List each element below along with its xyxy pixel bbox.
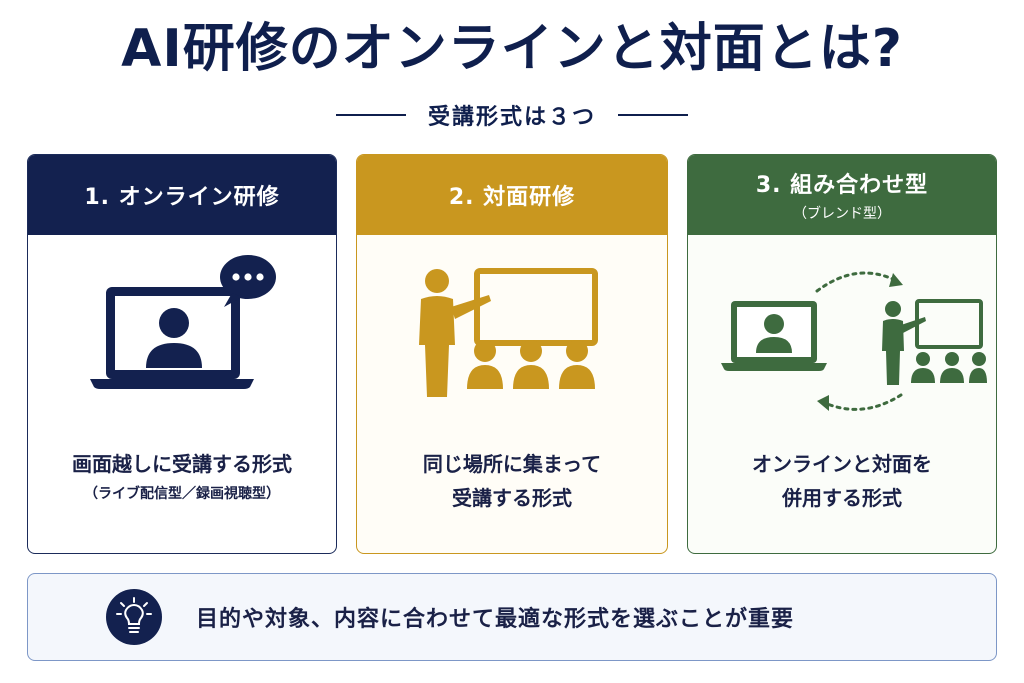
- card-title: 2. 対面研修: [448, 185, 576, 210]
- laptop-chat-icon: [28, 255, 336, 425]
- card-subtitle: （ブレンド型）: [793, 206, 891, 222]
- card-desc-line2: 受講する形式: [452, 486, 572, 510]
- teacher-audience-icon: [357, 255, 667, 425]
- subtitle-row: 受講形式は３つ: [0, 100, 1024, 130]
- blended-cycle-icon: [688, 255, 996, 425]
- key-point-text: 目的や対象、内容に合わせて最適な形式を選ぶことが重要: [196, 607, 795, 632]
- key-point-banner: 目的や対象、内容に合わせて最適な形式を選ぶことが重要: [27, 573, 997, 661]
- card-title: 3. 組み合わせ型: [755, 173, 929, 198]
- card-in-person: 2. 対面研修 同じ場所に集まって 受講する形式: [356, 154, 668, 554]
- card-description: 同じ場所に集まって 受講する形式: [357, 447, 667, 515]
- card-desc-line1: オンラインと対面を: [752, 452, 932, 476]
- card-desc-line2: （ライブ配信型／録画視聴型）: [84, 486, 280, 502]
- card-header: 2. 対面研修: [357, 155, 667, 235]
- page-title: AI研修のオンラインと対面とは?: [121, 19, 903, 79]
- card-header: 1. オンライン研修: [28, 155, 336, 235]
- subtitle-line-left: [335, 114, 406, 116]
- subtitle-line-right: [618, 114, 688, 116]
- card-desc-line1: 同じ場所に集まって: [422, 452, 602, 476]
- card-desc-line2: 併用する形式: [782, 486, 902, 510]
- lightbulb-icon: [106, 589, 162, 645]
- card-desc-line1: 画面越しに受講する形式: [72, 452, 292, 476]
- card-title: 1. オンライン研修: [84, 185, 280, 210]
- card-online: 1. オンライン研修 画面越しに受講する形式 （ライブ配信型／録画視聴型）: [27, 154, 337, 554]
- subtitle: 受講形式は３つ: [427, 105, 596, 130]
- card-header: 3. 組み合わせ型 （ブレンド型）: [688, 155, 996, 235]
- card-description: 画面越しに受講する形式 （ライブ配信型／録画視聴型）: [28, 447, 336, 507]
- card-description: オンラインと対面を 併用する形式: [688, 447, 996, 515]
- card-blended: 3. 組み合わせ型 （ブレンド型） オンラインと対面を 併用する形: [687, 154, 997, 554]
